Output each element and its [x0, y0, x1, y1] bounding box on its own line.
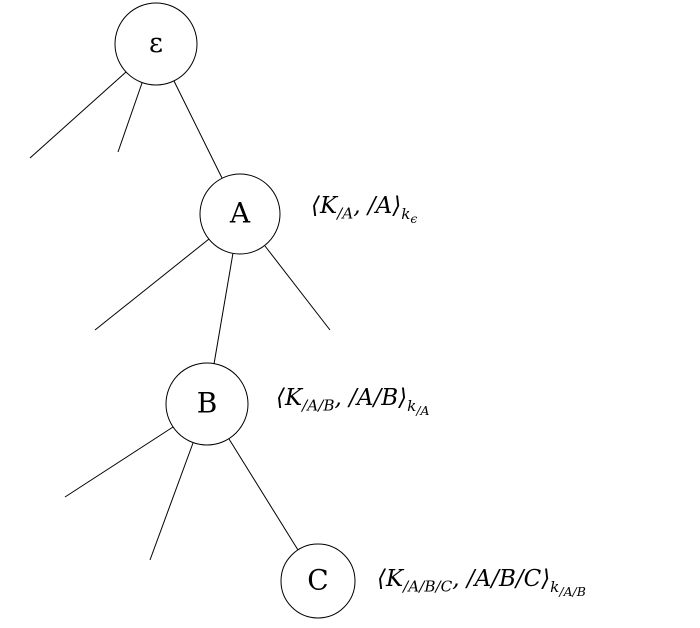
annotation-c-key-index: /A/B: [559, 583, 586, 599]
annotation-a: ⟨K/A, /A⟩kϵ: [311, 193, 418, 226]
edge-b-middle: [149, 442, 194, 561]
annotation-b-key-index: /A: [416, 402, 430, 418]
edge-a-right: [264, 245, 331, 331]
node-circle-b: [165, 362, 249, 446]
annotation-c-key-k: k: [550, 577, 560, 596]
node-circle-root: [114, 2, 198, 86]
annotation-b-main: ⟨K: [276, 385, 303, 411]
annotation-c-main: ⟨K: [377, 566, 404, 592]
edge-a-left: [94, 238, 210, 331]
annotation-a-key-k: k: [401, 204, 411, 223]
edge-b-c: [228, 438, 299, 551]
annotation-b-mid: , /A/B⟩: [334, 385, 408, 411]
annotation-b-keysub: k/A: [407, 396, 430, 418]
node-label-root: ε: [149, 27, 163, 59]
node-circle-c: [280, 543, 356, 619]
annotation-a-key-index: ϵ: [410, 210, 418, 226]
annotation-a-keysub: kϵ: [401, 204, 418, 226]
edge-a-b: [213, 252, 234, 365]
annotation-c-mid: , /A/B/C⟩: [452, 566, 551, 592]
annotation-c-keysub: k/A/B: [550, 577, 586, 599]
edge-root-left: [29, 71, 127, 159]
annotation-c: ⟨K/A/B/C, /A/B/C⟩k/A/B: [377, 566, 586, 599]
node-circle-a: [199, 173, 281, 255]
annotation-c-sub1: /A/B/C: [403, 577, 453, 596]
node-label-a: A: [229, 196, 251, 230]
node-label-b: B: [196, 386, 218, 420]
edge-root-a: [173, 80, 223, 179]
edge-root-middle: [117, 82, 143, 153]
annotation-a-sub1: /A: [337, 204, 354, 223]
annotation-a-main: ⟨K: [311, 193, 338, 219]
annotation-b-key-k: k: [407, 396, 417, 415]
annotation-b: ⟨K/A/B, /A/B⟩k/A: [276, 385, 430, 418]
annotation-b-sub1: /A/B: [302, 396, 335, 415]
edge-b-left: [64, 426, 174, 498]
node-label-c: C: [307, 563, 329, 597]
annotation-a-mid: , /A⟩: [353, 193, 402, 219]
